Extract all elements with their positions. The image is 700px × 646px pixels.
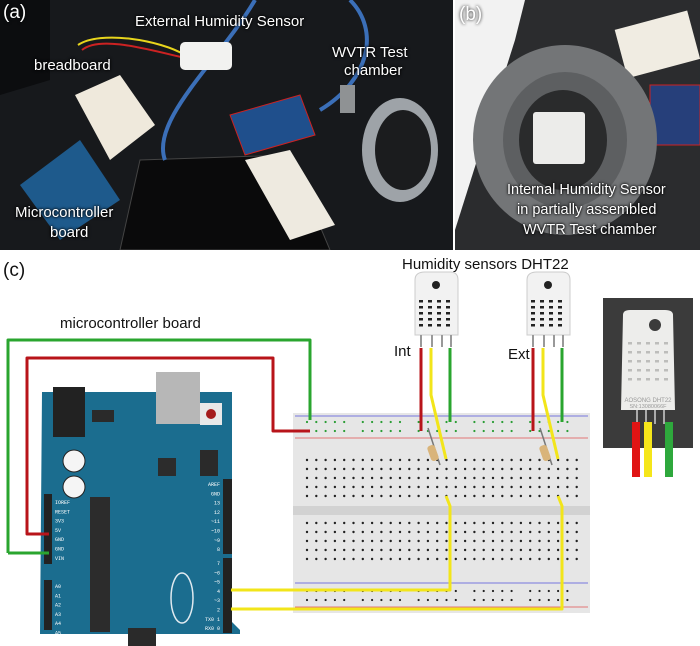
pin-label: A3	[55, 612, 61, 618]
arduino-photo-b	[649, 84, 700, 146]
pin-label: ~5	[214, 580, 220, 586]
photo-b-scene	[455, 0, 700, 250]
dht22-sensor-int	[414, 271, 459, 347]
capacitor-2	[62, 475, 86, 499]
pin-label: 13	[214, 501, 220, 507]
external-humidity-sensor	[180, 42, 232, 70]
pin-label: 5V	[55, 528, 61, 534]
pin-label: 2	[217, 608, 220, 614]
wire-ext-data	[541, 348, 560, 460]
label-chamber-line2: chamber	[344, 62, 403, 79]
voltage-regulator	[92, 410, 114, 422]
photo-wire-yellow	[644, 422, 652, 477]
pin-label: A2	[55, 603, 61, 609]
resistor-ext	[539, 427, 553, 466]
photo-panel-a: (a) External Humidity Sensor breadboard …	[0, 0, 453, 250]
black-box	[0, 0, 50, 95]
wire-power-5v	[25, 356, 310, 536]
label-microcontroller-board: microcontroller board	[60, 315, 201, 332]
power-pin-labels: IOREF RESET 3V3 5V GND GND VIN	[55, 500, 70, 562]
breadboard-center-channel	[293, 506, 590, 515]
breadboard-photo-2	[245, 150, 335, 240]
wire-int-data-to-pin4	[231, 495, 452, 592]
arduino-photo	[20, 140, 120, 240]
microcontroller-chip	[90, 497, 110, 632]
label-int: Int	[394, 343, 411, 360]
capacitor-1	[62, 449, 86, 473]
wire-ext-data-to-pin2	[231, 495, 564, 611]
usb-cable	[161, 0, 257, 161]
label-internal-sensor-line2: in partially assembled	[517, 202, 657, 218]
usb-port	[156, 372, 200, 424]
pin-label: A1	[55, 593, 61, 599]
label-humidity-sensors: Humidity sensors DHT22	[402, 256, 569, 273]
arduino-photo-2	[229, 94, 316, 156]
pin-label: GND	[55, 537, 64, 543]
label-chamber-line1: WVTR Test	[332, 44, 408, 61]
label-micro-line2: board	[50, 224, 89, 241]
photo-a-scene	[0, 0, 453, 250]
pin-label: GND	[211, 491, 220, 497]
icsp2-header	[200, 450, 218, 476]
pin-label: ~6	[214, 570, 220, 576]
pin-label: 8	[217, 547, 220, 553]
panel-b-tag: (b)	[459, 4, 483, 25]
pin-label: ~10	[211, 529, 220, 535]
wire-ground-board	[6, 338, 312, 553]
label-breadboard: breadboard	[34, 57, 111, 74]
usb-chip	[158, 458, 176, 476]
dht22-sensor-ext	[526, 271, 571, 347]
breadboard-photo	[75, 75, 155, 160]
pin-label: TX0 1	[205, 617, 220, 623]
pin-label: A0	[55, 584, 61, 590]
pin-label: ~9	[214, 538, 220, 544]
dht22-photo: AOSONG DHT22 SN:13080066F	[603, 298, 693, 477]
internal-humidity-sensor	[533, 112, 585, 164]
photo-marking-line2: SN:13080066F	[630, 404, 668, 410]
usb-cable-2	[318, 0, 369, 112]
pin-label: ~3	[214, 598, 220, 604]
panel-a-tag: (a)	[3, 2, 27, 23]
label-internal-sensor-line1: Internal Humidity Sensor	[507, 182, 666, 198]
pin-label: ~11	[211, 519, 220, 525]
pin-label: 12	[214, 510, 220, 516]
label-external-sensor: External Humidity Sensor	[135, 13, 305, 30]
photo-marking-line1: AOSONG DHT22	[624, 398, 672, 404]
pin-label: A4	[55, 621, 61, 627]
breadboard-photo-b	[614, 10, 700, 79]
panel-c-tag: (c)	[3, 260, 26, 281]
digital-header-low	[223, 558, 232, 633]
photo-wire-green	[665, 422, 673, 477]
label-internal-sensor-line3: WVTR Test chamber	[523, 222, 657, 238]
pin-label: RESET	[55, 509, 70, 515]
pin-label: GND	[55, 547, 64, 553]
power-header	[44, 494, 52, 564]
breadboard-holes	[305, 420, 578, 602]
crystal	[170, 572, 194, 624]
pin-label: AREF	[208, 482, 220, 488]
resistor-int	[427, 427, 441, 466]
photo-panel-b: (b) Internal Humidity Sensor in partiall…	[455, 0, 700, 250]
pin-label: RX0 0	[205, 626, 220, 632]
digital-header-high	[223, 479, 232, 554]
power-jack	[53, 387, 85, 437]
pin-label: 4	[217, 589, 220, 595]
wire-int-data	[429, 348, 448, 460]
photo-wire-red	[632, 422, 640, 477]
label-ext: Ext	[508, 346, 530, 363]
label-micro-line1: Microcontroller	[15, 204, 114, 221]
icsp-header	[128, 628, 156, 646]
pin-label: IOREF	[55, 500, 70, 506]
analog-header	[44, 580, 52, 630]
pin-label: 7	[217, 561, 220, 567]
pin-label: 3V3	[55, 519, 64, 525]
pin-label: A5	[55, 631, 61, 637]
pin-label: VIN	[55, 556, 64, 562]
